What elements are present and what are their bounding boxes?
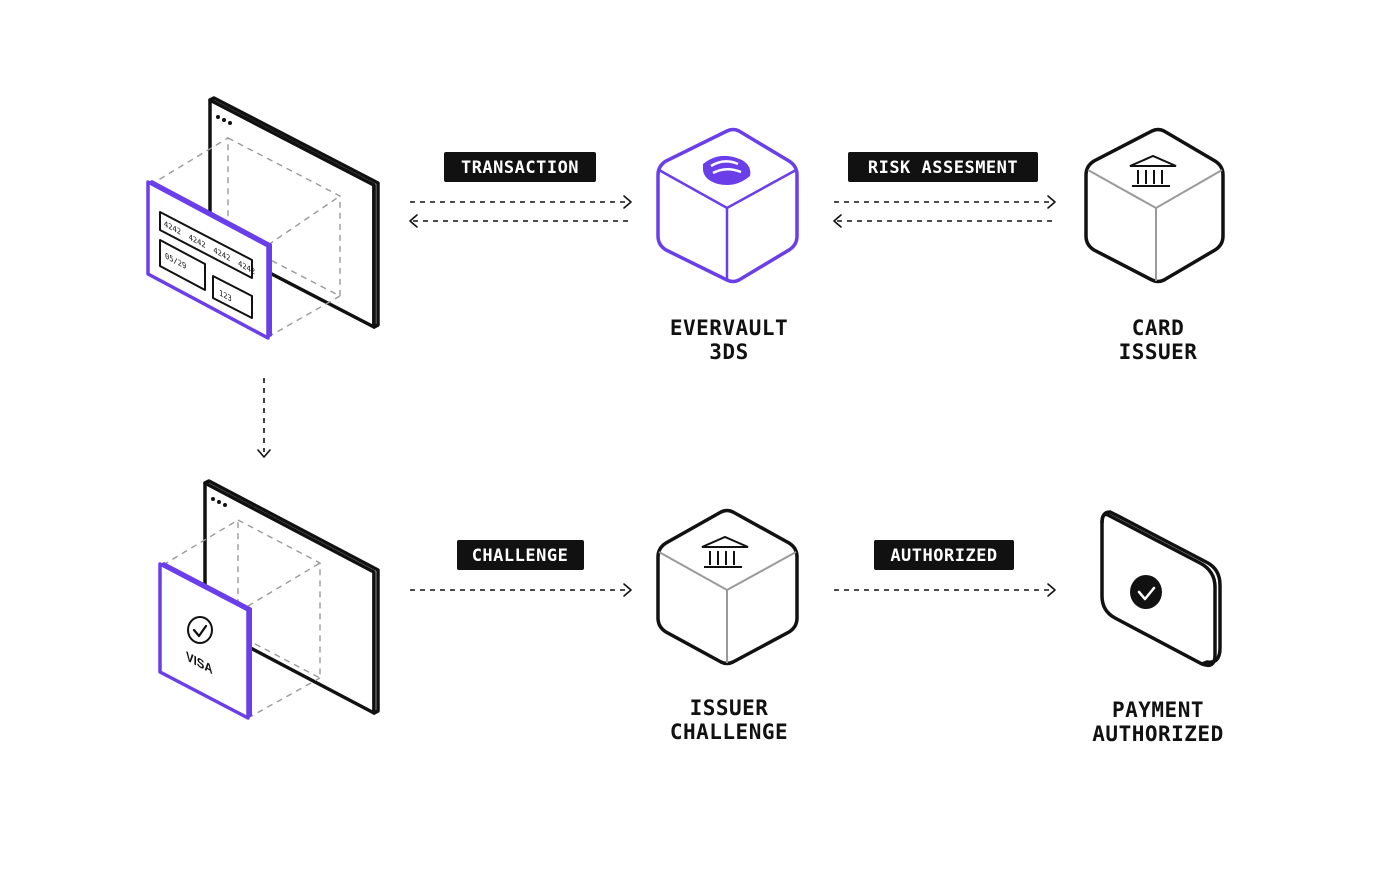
tag-risk-assessment: RISK ASSESMENT <box>848 152 1038 182</box>
connector-browser-evervault <box>409 195 632 228</box>
connector-challenge-authorized <box>834 583 1056 597</box>
bank-icon <box>701 535 749 568</box>
tag-authorized: AUTHORIZED <box>874 540 1014 570</box>
issuer-challenge-label: ISSUER CHALLENGE <box>670 696 788 744</box>
svg-text:ISSUER: ISSUER <box>1119 340 1198 364</box>
connector-visa-challenge <box>410 583 632 597</box>
credit-card: 4242 4242 4242 4242 05/29 123 <box>146 180 272 340</box>
svg-text:RISK ASSESMENT: RISK ASSESMENT <box>868 158 1018 178</box>
tag-transaction: TRANSACTION <box>444 152 596 182</box>
svg-text:3DS: 3DS <box>709 340 748 364</box>
payment-authorized-device <box>1100 510 1222 668</box>
svg-text:AUTHORIZED: AUTHORIZED <box>1092 722 1223 746</box>
svg-text:ISSUER: ISSUER <box>690 696 769 720</box>
svg-text:AUTHORIZED: AUTHORIZED <box>890 546 997 566</box>
checkmark-icon <box>1130 575 1162 609</box>
svg-text:CHALLENGE: CHALLENGE <box>670 720 788 744</box>
evervault-3ds-cube <box>656 127 799 284</box>
svg-text:CARD: CARD <box>1132 316 1185 340</box>
svg-text:PAYMENT: PAYMENT <box>1112 698 1204 722</box>
svg-text:EVERVAULT: EVERVAULT <box>670 316 788 340</box>
browser-with-card: 4242 4242 4242 4242 05/29 123 <box>146 96 380 340</box>
checkmark-icon <box>187 616 213 644</box>
svg-text:CHALLENGE: CHALLENGE <box>472 546 569 566</box>
bank-icon <box>1129 154 1177 187</box>
svg-text:TRANSACTION: TRANSACTION <box>461 158 579 178</box>
browser-with-visa: VISA <box>158 479 380 720</box>
payment-authorized-label: PAYMENT AUTHORIZED <box>1092 698 1223 746</box>
tag-challenge: CHALLENGE <box>457 540 584 570</box>
evervault-3ds-label: EVERVAULT 3DS <box>670 316 788 364</box>
down-arrow <box>257 378 271 458</box>
browser-dots-icon <box>216 115 232 125</box>
browser-dots-icon <box>211 497 227 507</box>
visa-card: VISA <box>158 562 252 720</box>
evervault-logo-icon <box>703 155 751 185</box>
connector-evervault-issuer <box>833 195 1056 228</box>
card-issuer-label: CARD ISSUER <box>1119 316 1198 364</box>
issuer-challenge-cube <box>656 508 799 666</box>
card-issuer-cube <box>1084 127 1225 284</box>
